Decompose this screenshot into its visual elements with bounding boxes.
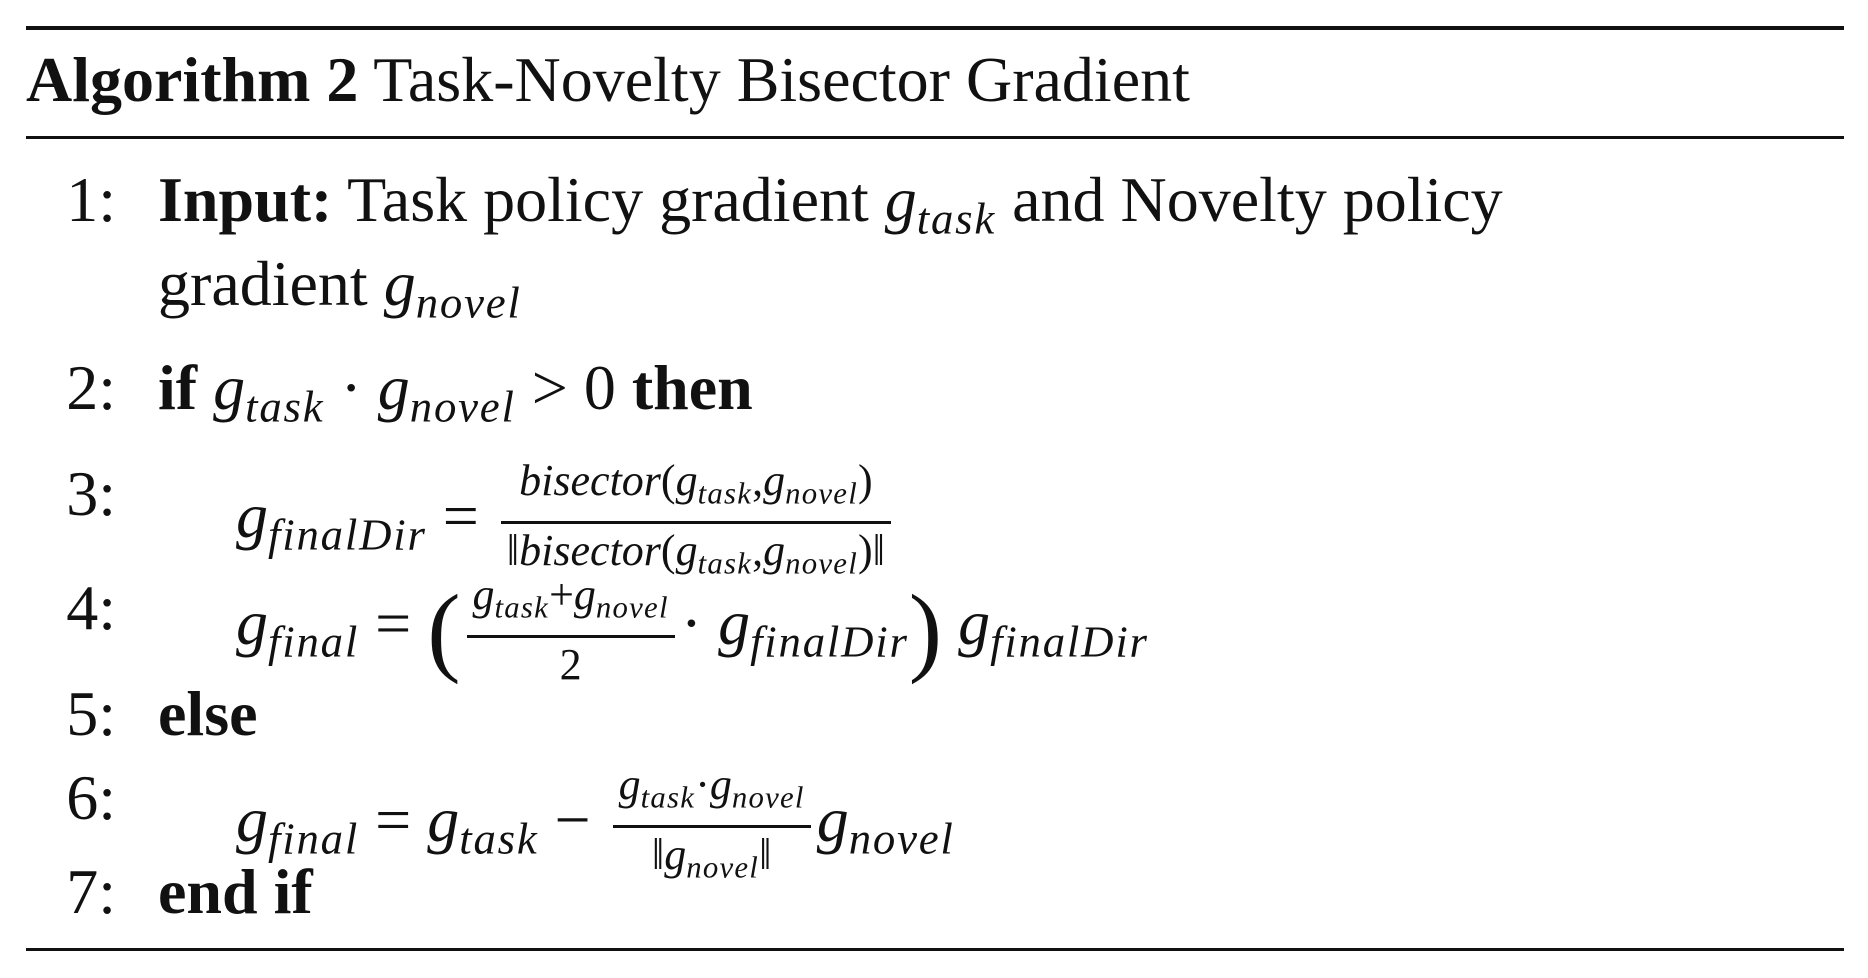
fraction-bar — [612, 824, 811, 828]
g-novel: gnovel — [383, 248, 522, 328]
bisector-fraction: bisector(gtask,gnovel) ‖bisector(gtask,g… — [500, 454, 891, 590]
else-keyword: else — [158, 678, 258, 749]
input-keyword: Input: — [158, 164, 333, 235]
line-number: 2: — [66, 352, 116, 423]
g-task: gtask — [884, 164, 997, 244]
input-text: Task policy gradient — [347, 164, 869, 235]
line-1-cont: gradient gnovel — [0, 236, 1868, 332]
fraction-bar — [500, 520, 891, 524]
line-1: 1: Input: Task policy gradient gtask and… — [0, 152, 1868, 248]
algorithm-name: Task-Novelty Bisector Gradient — [373, 44, 1190, 115]
title-rule — [26, 136, 1844, 139]
projection-fraction: gtask·gnovel ‖gnovel‖ — [612, 758, 811, 894]
fraction-bar — [466, 634, 675, 638]
line-5: 5: else — [0, 666, 1868, 762]
if-keyword: if — [158, 352, 198, 423]
bottom-rule — [26, 948, 1844, 951]
bisector-numerator: bisector(gtask,gnovel) — [519, 456, 873, 511]
g-final: gfinal — [236, 783, 360, 864]
projection-denominator: ‖gnovel‖ — [651, 829, 772, 885]
line-number: 7: — [66, 856, 116, 927]
projection-numerator: gtask·gnovel — [618, 760, 805, 815]
line-number: 3: — [66, 458, 116, 529]
line-4: 4: gfinal = ( gtask+gnovel 2 · gfinalDir… — [0, 560, 1868, 689]
algorithm-label: Algorithm 2 — [26, 44, 359, 115]
g-final: gfinal — [236, 587, 360, 668]
g-novel: gnovel — [816, 783, 955, 864]
line-number: 4: — [66, 572, 116, 643]
line-content: else — [158, 674, 258, 754]
g-final-dir: gfinalDir — [236, 479, 427, 560]
g-final-dir: gfinalDir — [958, 587, 1149, 668]
bisector-denominator: ‖bisector(gtask,gnovel)‖ — [506, 525, 885, 581]
line-number: 1: — [66, 164, 116, 235]
top-rule — [26, 26, 1844, 30]
input-text-2: and Novelty policy — [1012, 164, 1503, 235]
line-2: 2: if gtask · gnovel > 0 then — [0, 340, 1868, 436]
line-content: if gtask · gnovel > 0 then — [158, 348, 753, 447]
average-numerator: gtask+gnovel — [472, 570, 669, 625]
average-fraction: gtask+gnovel 2 — [466, 568, 675, 692]
line-content: gfinal = ( gtask+gnovel 2 · gfinalDir) g… — [236, 568, 1149, 692]
end-if-keyword: end if — [158, 856, 313, 927]
line-content: gradient gnovel — [158, 244, 522, 343]
line-content: end if — [158, 852, 313, 932]
line-content: gfinal = gtask − gtask·gnovel ‖gnovel‖ g… — [236, 758, 955, 894]
line-content: gfinalDir = bisector(gtask,gnovel) ‖bise… — [236, 454, 897, 590]
line-7: 7: end if — [0, 844, 1868, 940]
average-denominator: 2 — [559, 639, 582, 689]
algorithm-title: Algorithm 2 Task-Novelty Bisector Gradie… — [26, 40, 1190, 120]
line-6: 6: gfinal = gtask − gtask·gnovel ‖gnovel… — [0, 750, 1868, 884]
line-number: 6: — [66, 762, 116, 833]
line-content: Input: Task policy gradient gtask and No… — [158, 160, 1503, 259]
condition: gtask · gnovel > 0 — [213, 352, 616, 432]
line-number: 5: — [66, 678, 116, 749]
line-3: 3: gfinalDir = bisector(gtask,gnovel) ‖b… — [0, 446, 1868, 580]
input-text-3: gradient — [158, 248, 368, 319]
then-keyword: then — [631, 352, 753, 423]
